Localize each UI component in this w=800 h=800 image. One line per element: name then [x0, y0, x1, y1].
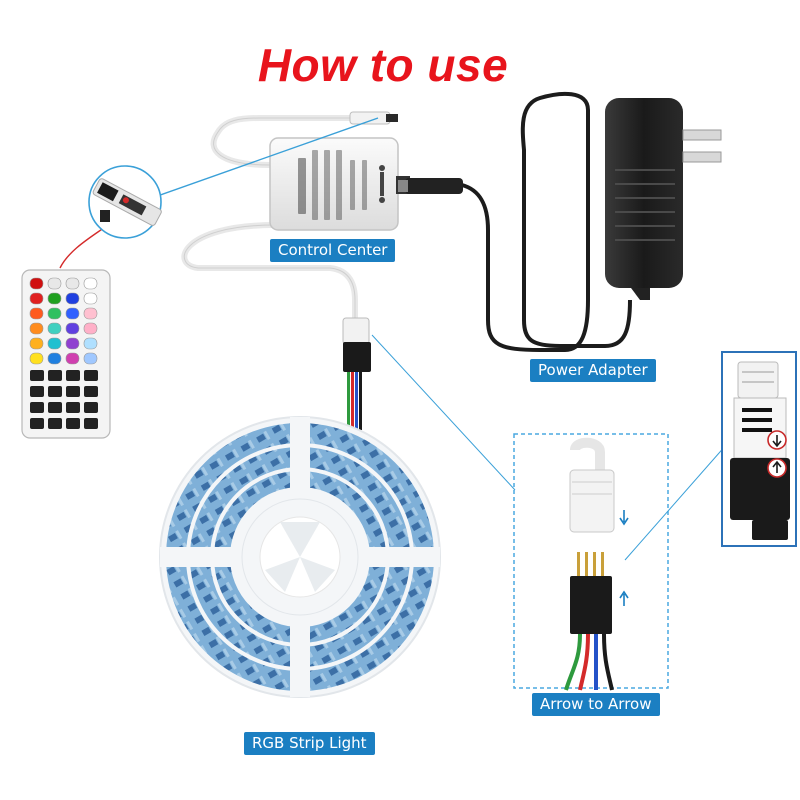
remote-color-button: [30, 338, 43, 349]
control-center-label: Control Center: [270, 239, 395, 262]
power-adapter-label: Power Adapter: [530, 359, 656, 382]
remote-color-button: [30, 323, 43, 334]
remote-color-button: [84, 338, 97, 349]
page-title: How to use: [0, 38, 766, 92]
remote-color-button: [66, 308, 79, 319]
strip-connector-top: [343, 318, 371, 430]
remote-color-button: [66, 278, 79, 289]
remote-color-button: [30, 308, 43, 319]
remote-color-button: [30, 278, 43, 289]
remote-color-button: [48, 353, 61, 364]
remote-color-button: [48, 308, 61, 319]
remote-color-button: [66, 293, 79, 304]
arrow-to-arrow-label: Arrow to Arrow: [532, 693, 660, 716]
remote-color-button: [66, 338, 79, 349]
control-box: [270, 138, 410, 230]
remote-color-button: [30, 353, 43, 364]
arrow-to-arrow-box: [514, 434, 668, 690]
remote-color-button: [84, 353, 97, 364]
connector-inset: [722, 352, 796, 546]
remote-color-button: [84, 308, 97, 319]
remote-color-button: [66, 323, 79, 334]
rgb-strip-light-label: RGB Strip Light: [244, 732, 375, 755]
remote-color-button: [84, 323, 97, 334]
remote-color-button: [84, 293, 97, 304]
remote-color-button: [48, 278, 61, 289]
remote-color-button: [30, 293, 43, 304]
remote-control: [22, 270, 110, 438]
remote-color-button: [84, 278, 97, 289]
remote-color-button: [48, 293, 61, 304]
remote-color-button: [66, 353, 79, 364]
power-adapter-assembly: [398, 94, 721, 350]
remote-color-button: [48, 338, 61, 349]
remote-color-button: [48, 323, 61, 334]
rgb-led-reel: [160, 417, 440, 697]
